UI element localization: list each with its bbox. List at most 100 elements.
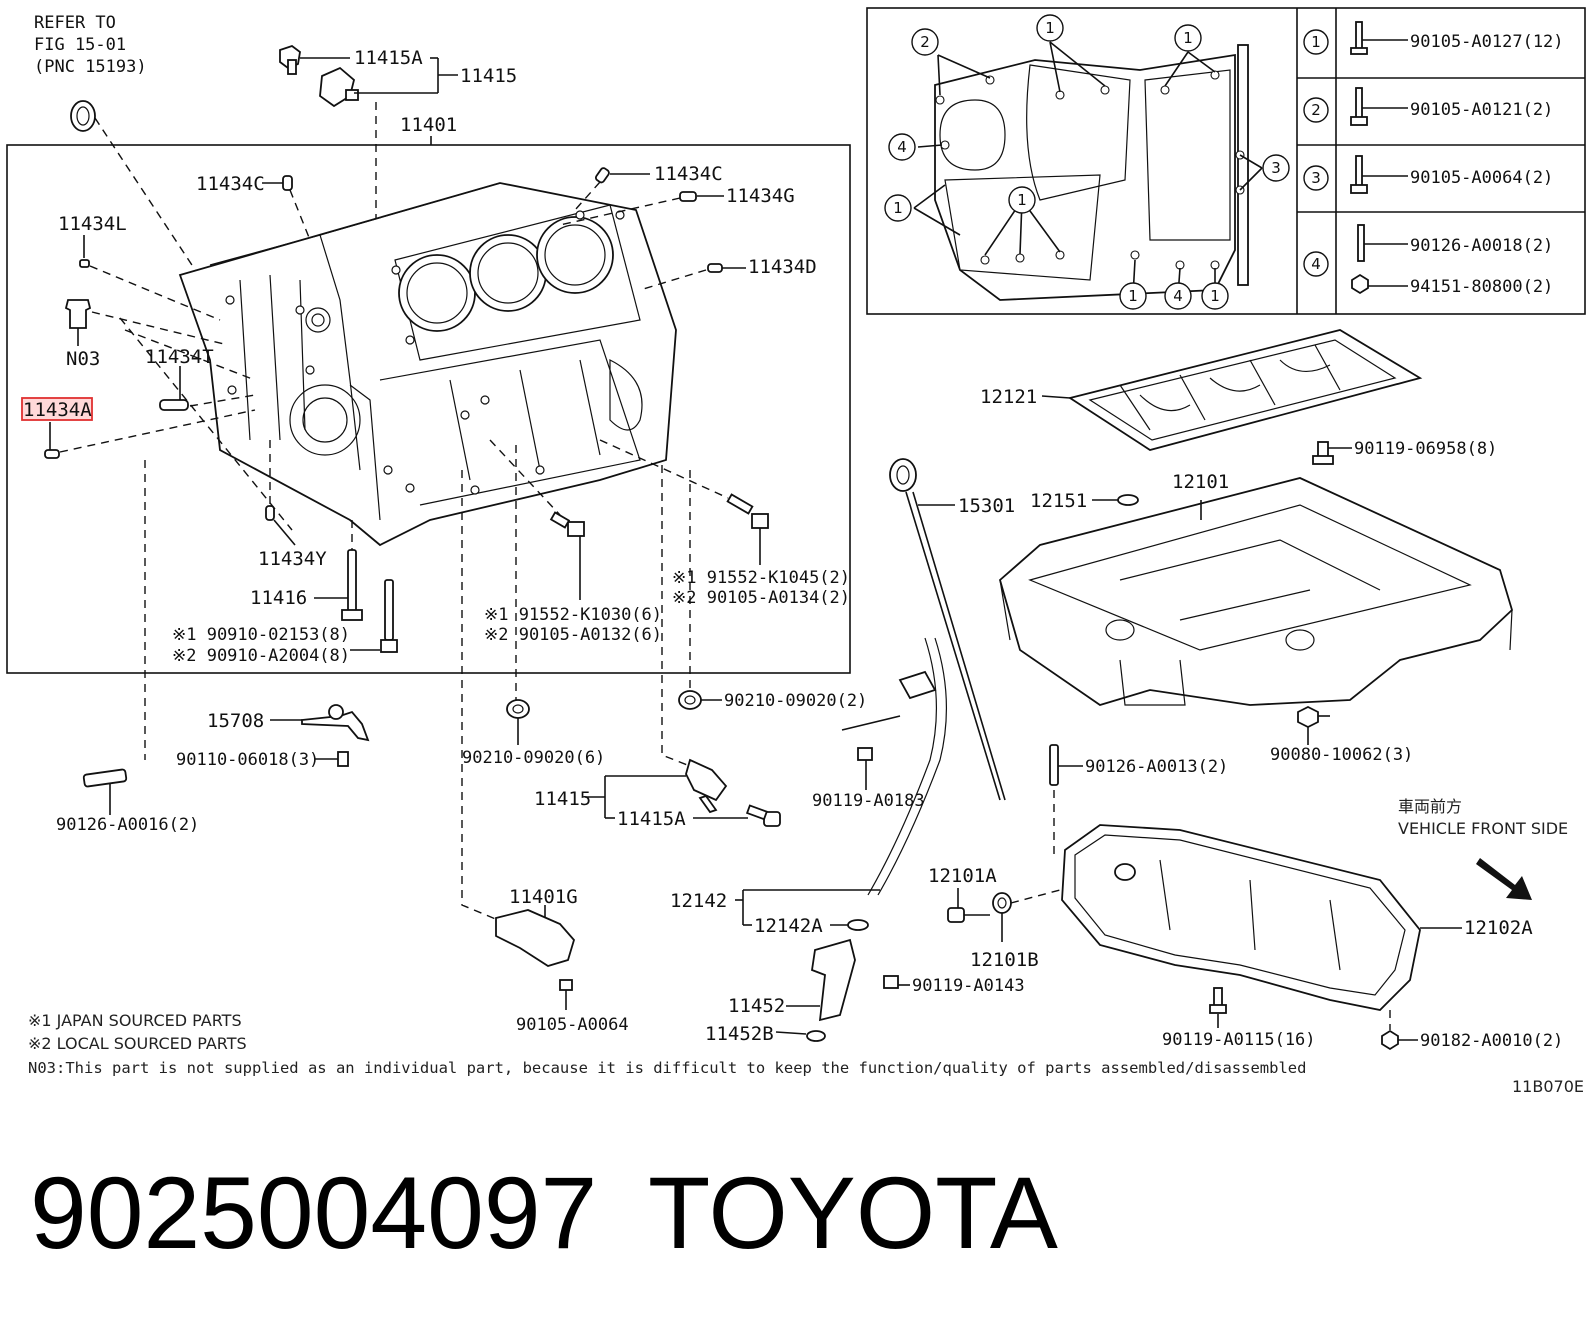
stud-11416 xyxy=(314,520,398,653)
inset-callout-1-b: 1 xyxy=(1183,29,1193,47)
legend-row-4: 4 90126-A0018(2) 94151-80800(2) xyxy=(1303,224,1553,297)
label-11415A-top: 11415A xyxy=(354,47,423,69)
guide-12142 xyxy=(841,637,948,931)
label-bolt3-a: ※1 91552-K1045(2) xyxy=(672,568,850,588)
legend-part-2: 90105-A0121(2) xyxy=(1410,100,1553,120)
label-15301: 15301 xyxy=(958,495,1015,517)
inset-callout-1-e: 1 xyxy=(1128,287,1138,305)
footnote-2: ※2 LOCAL SOURCED PARTS xyxy=(28,1034,247,1053)
label-bolt3-b: ※2 90105-A0134(2) xyxy=(672,588,850,608)
label-bolt1-b: ※2 90910-A2004(8) xyxy=(172,646,350,666)
label-11415-bottom: 11415 xyxy=(534,788,591,810)
pin-11434T xyxy=(124,329,256,411)
pin-11434C-right xyxy=(574,167,650,211)
label-11415-top: 11415 xyxy=(460,65,517,87)
inset-frame xyxy=(866,7,1586,315)
vehicle-front-indicator: 車両前方 VEHICLE FRONT SIDE xyxy=(1398,797,1568,900)
label-bolt1-a: ※1 90910-02153(8) xyxy=(172,625,350,645)
oring-12151 xyxy=(1092,494,1139,506)
label-12142A: 12142A xyxy=(754,915,823,937)
legend-part-4b: 94151-80800(2) xyxy=(1410,277,1553,297)
label-11416: 11416 xyxy=(250,587,307,609)
label-11434T: 11434T xyxy=(145,346,214,368)
label-bolt2-b: ※2 90105-A0132(6) xyxy=(484,625,662,645)
oil-pan-12101 xyxy=(998,477,1514,706)
legend-row-3: 3 90105-A0064(2) xyxy=(1303,155,1553,194)
label-90210-b: 90210-09020(2) xyxy=(724,691,867,711)
nut-90182-A0010 xyxy=(1381,1010,1418,1051)
dipstick-15301 xyxy=(889,458,1006,801)
refer-note-line-2: FIG 15-01 xyxy=(34,35,126,55)
caption-brand: TOYOTA xyxy=(648,1156,1058,1270)
washer-90210-b xyxy=(678,690,722,710)
pin-11434A xyxy=(21,397,256,459)
label-90126-A0016: 90126-A0016(2) xyxy=(56,815,199,835)
oil-seal-ref xyxy=(70,100,216,301)
label-11452B: 11452B xyxy=(705,1023,774,1045)
stud-90126-A0016 xyxy=(82,768,128,815)
label-12121: 12121 xyxy=(980,386,1037,408)
gasket-12101B xyxy=(992,889,1061,942)
legend-num-2: 2 xyxy=(1311,101,1321,119)
legend-part-1: 90105-A0127(12) xyxy=(1410,32,1564,52)
pin-11434L xyxy=(79,235,221,321)
label-90080-10062: 90080-10062(3) xyxy=(1270,745,1413,765)
label-12102A: 12102A xyxy=(1464,917,1533,939)
pin-11434G xyxy=(559,191,724,226)
label-12151: 12151 xyxy=(1030,490,1087,512)
inset-callout-4-b: 4 xyxy=(1173,287,1183,305)
label-90110: 90110-06018(3) xyxy=(176,750,319,770)
inset-callout-1-d: 1 xyxy=(1017,191,1027,209)
label-11415A-bottom: 11415A xyxy=(617,808,686,830)
label-90210-a: 90210-09020(6) xyxy=(462,748,605,768)
label-11434C-right: 11434C xyxy=(654,163,723,185)
label-15708: 15708 xyxy=(207,710,264,732)
label-bolt2-a: ※1 91552-K1030(6) xyxy=(484,605,662,625)
block-group-frame xyxy=(6,144,851,674)
label-90119-A0115: 90119-A0115(16) xyxy=(1162,1030,1316,1050)
footnote-1: ※1 JAPAN SOURCED PARTS xyxy=(28,1011,242,1030)
label-12142: 12142 xyxy=(670,890,727,912)
vehicle-front-jp: 車両前方 xyxy=(1398,797,1462,816)
label-90126-A0013: 90126-A0013(2) xyxy=(1085,757,1228,777)
label-11452: 11452 xyxy=(728,995,785,1017)
cylinder-block xyxy=(178,182,677,547)
inset-callout-1-a: 1 xyxy=(1045,19,1055,37)
inset-cover-drawing xyxy=(913,41,1263,301)
inset-callout-2: 2 xyxy=(920,33,930,51)
caption-part-number: 9025004097 xyxy=(30,1156,597,1270)
label-11434D: 11434D xyxy=(748,256,817,278)
pin-11434C-left xyxy=(262,175,311,241)
stud-90126-A0013 xyxy=(1049,744,1083,855)
label-90119-A0143: 90119-A0143 xyxy=(912,976,1025,996)
pin-11434Y xyxy=(119,317,296,546)
label-11434G: 11434G xyxy=(726,185,795,207)
label-90119-06958: 90119-06958(8) xyxy=(1354,439,1497,459)
part-N03 xyxy=(64,299,229,346)
group-label: 11401 xyxy=(400,114,457,136)
refer-note: REFER TO FIG 15-01 (PNC 15193) xyxy=(34,13,147,77)
legend-part-4a: 90126-A0018(2) xyxy=(1410,236,1553,256)
inset-callout-3: 3 xyxy=(1271,159,1281,177)
label-11434Y: 11434Y xyxy=(258,548,327,570)
label-12101: 12101 xyxy=(1172,471,1229,493)
bolt-90080-10062 xyxy=(1297,705,1330,745)
label-11434L: 11434L xyxy=(58,213,127,235)
drain-plug-12101A xyxy=(947,888,990,923)
label-90105-A0064: 90105-A0064 xyxy=(516,1015,629,1035)
sensor-11415-bottom xyxy=(585,758,781,827)
label-90119-A0183: 90119-A0183 xyxy=(812,791,925,811)
sensor-11401G xyxy=(495,905,576,1010)
legend-part-3: 90105-A0064(2) xyxy=(1410,168,1553,188)
inset-callout-1-c: 1 xyxy=(893,199,903,217)
tube-11452 xyxy=(775,938,856,1042)
label-11434A: 11434A xyxy=(23,399,92,421)
legend-num-1: 1 xyxy=(1311,33,1321,51)
oil-pan-12102A xyxy=(1061,824,1462,1011)
legend-num-4: 4 xyxy=(1311,255,1321,273)
refer-note-line-1: REFER TO xyxy=(34,13,116,33)
footnote-3: N03:This part is not supplied as an indi… xyxy=(28,1059,1306,1077)
figure-code: 11B070E xyxy=(1512,1077,1584,1096)
